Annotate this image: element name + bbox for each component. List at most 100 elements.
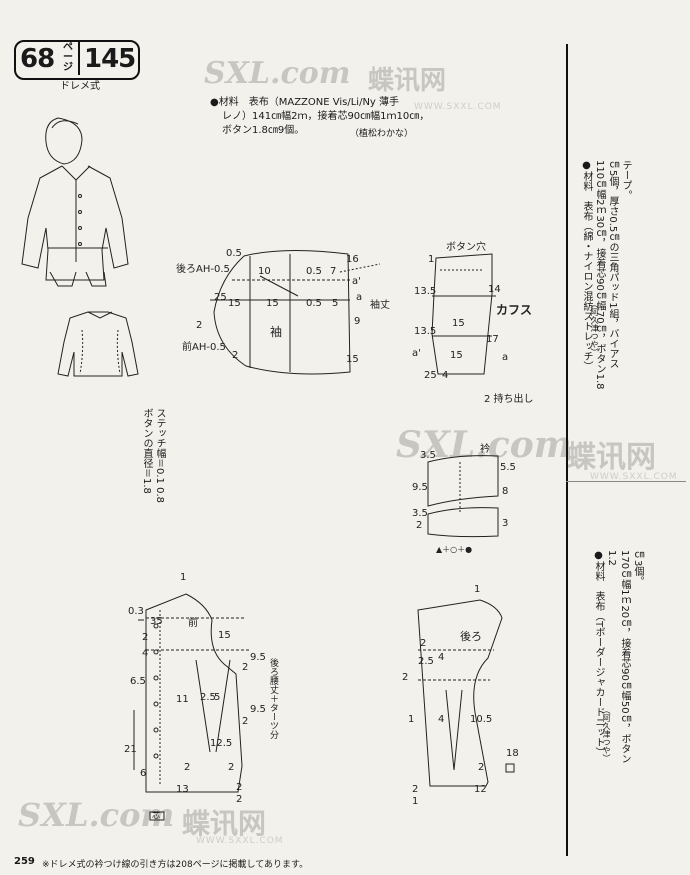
lift-label: 2 持ち出し <box>484 392 534 405</box>
svg-text:1: 1 <box>412 796 418 807</box>
svg-text:4: 4 <box>142 648 148 659</box>
badge-divider <box>78 42 80 75</box>
svg-text:10.5: 10.5 <box>470 714 492 725</box>
watermark-url: WWW.SXXL.COM <box>196 836 284 846</box>
svg-text:5: 5 <box>332 298 338 309</box>
svg-text:15: 15 <box>218 630 231 641</box>
cuff-pattern <box>431 253 496 375</box>
svg-text:3.5: 3.5 <box>420 450 436 461</box>
materials-credit: （植松わかな） <box>350 129 414 139</box>
right-materials-top: テープ。 ㎝5個，厚さ0.5㎝の三角パッド1組，バイアス 110㎝幅2ｍ30㎝，… <box>581 160 631 390</box>
svg-text:5.5: 5.5 <box>500 462 516 473</box>
svg-text:15: 15 <box>452 318 465 329</box>
svg-text:13.5: 13.5 <box>414 326 436 337</box>
svg-text:0.3: 0.3 <box>128 606 144 617</box>
svg-text:5: 5 <box>214 692 220 703</box>
svg-text:2.5: 2.5 <box>418 656 434 667</box>
button-hole-label: ボタン穴 <box>446 240 486 253</box>
front-bodice-pattern <box>133 593 250 821</box>
svg-text:9.5: 9.5 <box>250 704 266 715</box>
front-ah-label: 前AH-0.5 <box>182 340 226 353</box>
svg-text:15: 15 <box>346 354 359 365</box>
watermark-logo: SXL.com <box>204 56 351 91</box>
svg-text:2: 2 <box>142 632 148 643</box>
svg-text:a: a <box>356 292 362 303</box>
footer-page-number: 259 <box>14 856 35 867</box>
svg-text:2: 2 <box>184 762 190 773</box>
watermark-url: WWW.SXXL.COM <box>590 472 678 482</box>
svg-text:3.5: 3.5 <box>412 508 428 519</box>
svg-text:8: 8 <box>502 486 508 497</box>
svg-text:2: 2 <box>232 350 238 361</box>
svg-text:13: 13 <box>176 784 189 795</box>
svg-text:0.5: 0.5 <box>226 248 242 259</box>
watermark-url: WWW.SXXL.COM <box>414 102 502 112</box>
jacket-back-illustration <box>57 311 139 377</box>
collar-label: 衿 <box>480 442 490 455</box>
svg-text:18: 18 <box>506 748 519 759</box>
svg-text:3: 3 <box>502 518 508 529</box>
svg-text:6: 6 <box>140 768 146 779</box>
svg-text:4: 4 <box>438 652 444 663</box>
svg-text:7: 7 <box>330 266 336 277</box>
svg-text:6.5: 6.5 <box>130 676 146 687</box>
svg-text:2: 2 <box>242 662 248 673</box>
stitch-notes: ステッチ幅＝0.1 0.8 ボタンの直径＝1.8 <box>141 408 165 503</box>
svg-text:2: 2 <box>402 672 408 683</box>
watermark-logo: SXL.com <box>18 796 175 834</box>
jacket-illustration <box>21 117 129 287</box>
right-materials-bottom: ㎝3個。 170㎝幅1ｍ20㎝，接着芯90㎝幅50㎝，ボタン1.2 ●材料 表布… <box>593 550 643 764</box>
svg-text:1: 1 <box>428 254 434 265</box>
materials-line-2: レノ）141㎝幅2ｍ，接着芯90㎝幅1ｍ10㎝， <box>222 111 430 122</box>
sleeve-length-label: 袖丈 <box>370 298 390 311</box>
right-materials-bottom-credit: （阿久津つや） <box>602 706 611 762</box>
svg-text:0.5: 0.5 <box>306 266 322 277</box>
sleeve-pattern <box>210 249 381 375</box>
pattern-badge <box>14 40 140 80</box>
svg-text:9.5: 9.5 <box>250 652 266 663</box>
column-rule <box>566 44 568 856</box>
pattern-number: 68 <box>20 44 55 74</box>
front-label: 前 <box>188 616 198 629</box>
svg-text:2: 2 <box>478 762 484 773</box>
back-bodice-pattern <box>417 599 515 787</box>
materials-line-3: ボタン1.8㎝9個。 <box>222 125 305 136</box>
back-ah-label: 後ろAH-0.5 <box>176 262 230 275</box>
core-label: 芯 <box>152 810 160 820</box>
svg-text:21: 21 <box>124 744 137 755</box>
svg-text:4: 4 <box>438 714 444 725</box>
svg-text:2: 2 <box>416 520 422 531</box>
cuff-label: カフス <box>496 303 532 317</box>
column-divider <box>566 481 686 482</box>
sleeve-dimensions: 0.5 10 0.5 7 16 a' a 25 15 15 0.5 5 9 2 … <box>196 248 362 365</box>
svg-text:25: 25 <box>424 370 437 381</box>
back-dimensions: 1 2 4 2.5 2 10.5 4 1 2 18 12 2 1 <box>402 584 519 807</box>
svg-text:14: 14 <box>488 284 501 295</box>
svg-text:4: 4 <box>442 370 448 381</box>
svg-text:10: 10 <box>258 266 271 277</box>
svg-text:2: 2 <box>196 320 202 331</box>
svg-text:a': a' <box>412 348 421 359</box>
watermark-cn: 蝶讯网 <box>182 807 267 840</box>
svg-text:1: 1 <box>408 714 414 725</box>
front-dimensions: 1 0.3 35 2 4 6.5 15 9.5 2 9.5 2 11 2.5 1… <box>124 572 266 805</box>
right-materials-top-credit: （阿久津つや） <box>590 300 599 356</box>
svg-text:9: 9 <box>354 316 360 327</box>
svg-text:13.5: 13.5 <box>414 286 436 297</box>
svg-text:2: 2 <box>242 716 248 727</box>
page-number: 145 <box>84 44 136 74</box>
back-waist-label: 後ろ腰丈＋ターツ分 <box>268 658 278 739</box>
svg-text:0.5: 0.5 <box>306 298 322 309</box>
svg-text:2: 2 <box>236 782 242 793</box>
svg-text:16: 16 <box>346 254 359 265</box>
footer-note: ※ドレメ式の衿つけ線の引き方は208ページに掲載してあります。 <box>42 860 309 870</box>
svg-text:15: 15 <box>266 298 279 309</box>
collar-pattern <box>427 455 499 538</box>
style-label: ドレメ式 <box>60 81 100 92</box>
svg-text:1: 1 <box>180 572 186 583</box>
svg-text:9.5: 9.5 <box>412 482 428 493</box>
svg-text:17: 17 <box>486 334 499 345</box>
svg-text:2: 2 <box>412 784 418 795</box>
sleeve-label: 袖 <box>270 324 282 339</box>
